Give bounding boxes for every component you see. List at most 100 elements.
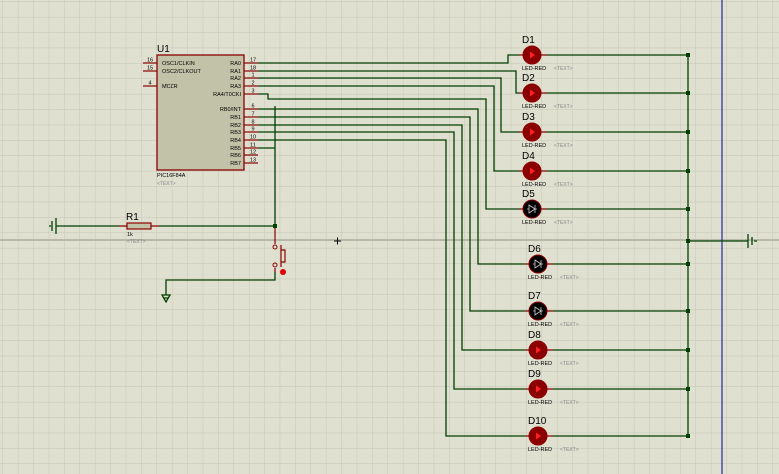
wire xyxy=(258,139,525,437)
led-part: LED-RED xyxy=(522,182,546,188)
junction xyxy=(273,224,277,228)
chip-text: <TEXT> xyxy=(157,181,176,187)
led-text: <TEXT> xyxy=(554,220,573,226)
pin-name: OSC2/CLKOUT xyxy=(162,69,201,75)
pin-number: 13 xyxy=(250,158,256,164)
led-part: LED-RED xyxy=(522,143,546,149)
led-on-icon xyxy=(536,346,541,354)
led-on-icon xyxy=(530,89,535,97)
diode-icon xyxy=(527,204,537,214)
led-part: LED-RED xyxy=(528,447,552,453)
pin-name: RB5 xyxy=(230,146,241,152)
led-on-icon xyxy=(530,167,535,175)
led-ref: D1 xyxy=(522,35,535,46)
wire xyxy=(258,70,519,94)
led-text: <TEXT> xyxy=(554,104,573,110)
led-ref: D10 xyxy=(528,416,547,427)
led-part: LED-RED xyxy=(522,104,546,110)
pin-name: RB2 xyxy=(230,123,241,129)
led-on-icon xyxy=(530,128,535,136)
led-part: LED-RED xyxy=(522,66,546,72)
led-ref: D5 xyxy=(522,189,535,200)
led-ref: D9 xyxy=(528,369,541,380)
pin-name: RA2 xyxy=(230,76,241,82)
battery-right[interactable] xyxy=(747,234,757,248)
pin-number: 18 xyxy=(250,66,256,72)
pin-number: 15 xyxy=(147,66,153,72)
led-ref: D8 xyxy=(528,330,541,341)
resistor-text: <TEXT> xyxy=(127,239,146,245)
pin-name: RB0/INT xyxy=(220,107,242,113)
chip-part: PIC16F84A xyxy=(157,173,186,179)
pin-name: RB1 xyxy=(230,115,241,121)
pin-number: 6 xyxy=(251,104,254,110)
pin-number: 3 xyxy=(251,89,254,95)
led-ref: D3 xyxy=(522,112,535,123)
push-button-switch[interactable] xyxy=(272,226,286,275)
pin-number: 17 xyxy=(250,58,256,64)
led-text: <TEXT> xyxy=(560,275,579,281)
pin-name: RA3 xyxy=(230,84,241,90)
pin-number: 8 xyxy=(251,120,254,126)
pin-name: MCLR xyxy=(162,84,178,90)
pin-name: RA0 xyxy=(230,61,241,67)
chip-body xyxy=(156,54,245,171)
resistor-value: 1k xyxy=(127,232,133,238)
wire xyxy=(258,124,525,351)
led-text: <TEXT> xyxy=(554,182,573,188)
pin-number: 16 xyxy=(147,58,153,64)
led-part: LED-RED xyxy=(528,275,552,281)
wire xyxy=(258,85,519,172)
pin-number: 2 xyxy=(251,81,254,87)
wire xyxy=(258,108,525,265)
diode-icon xyxy=(533,259,543,269)
led-part: LED-RED xyxy=(528,322,552,328)
wire xyxy=(258,54,519,64)
led-on-icon xyxy=(530,51,535,59)
resistor-r1[interactable] xyxy=(126,222,152,230)
led-body xyxy=(528,254,548,274)
led-text: <TEXT> xyxy=(554,143,573,149)
chip-ref: U1 xyxy=(157,44,170,55)
diode-icon xyxy=(533,306,543,316)
wire xyxy=(258,116,525,312)
pin-number: 12 xyxy=(250,150,256,156)
led-on-icon xyxy=(536,385,541,393)
led-part: LED-RED xyxy=(528,400,552,406)
led-body xyxy=(522,199,542,219)
pic16f84a-chip[interactable]: U1 PIC16F84A <TEXT> 16OSC1/CLKIN15OSC2/C… xyxy=(143,44,258,187)
pin-number: 11 xyxy=(250,143,256,149)
switch-state-indicator[interactable] xyxy=(280,269,286,275)
wire xyxy=(258,77,519,133)
pin-name: RB6 xyxy=(230,153,241,159)
led-ref: D2 xyxy=(522,73,535,84)
pin-number: 1 xyxy=(251,73,254,79)
led-text: <TEXT> xyxy=(560,447,579,453)
pin-number: 4 xyxy=(148,81,151,87)
pin-name: RB3 xyxy=(230,130,241,136)
pin-name: RB7 xyxy=(230,161,241,167)
origin-marker-icon xyxy=(334,237,341,245)
led-part: LED-RED xyxy=(522,220,546,226)
pin-name: RB4 xyxy=(230,138,241,144)
pin-name: RA1 xyxy=(230,69,241,75)
wire xyxy=(258,93,519,210)
led-text: <TEXT> xyxy=(554,66,573,72)
led-ref: D6 xyxy=(528,244,541,255)
pin-number: 7 xyxy=(251,112,254,118)
wire xyxy=(258,131,525,390)
led-part: LED-RED xyxy=(528,361,552,367)
